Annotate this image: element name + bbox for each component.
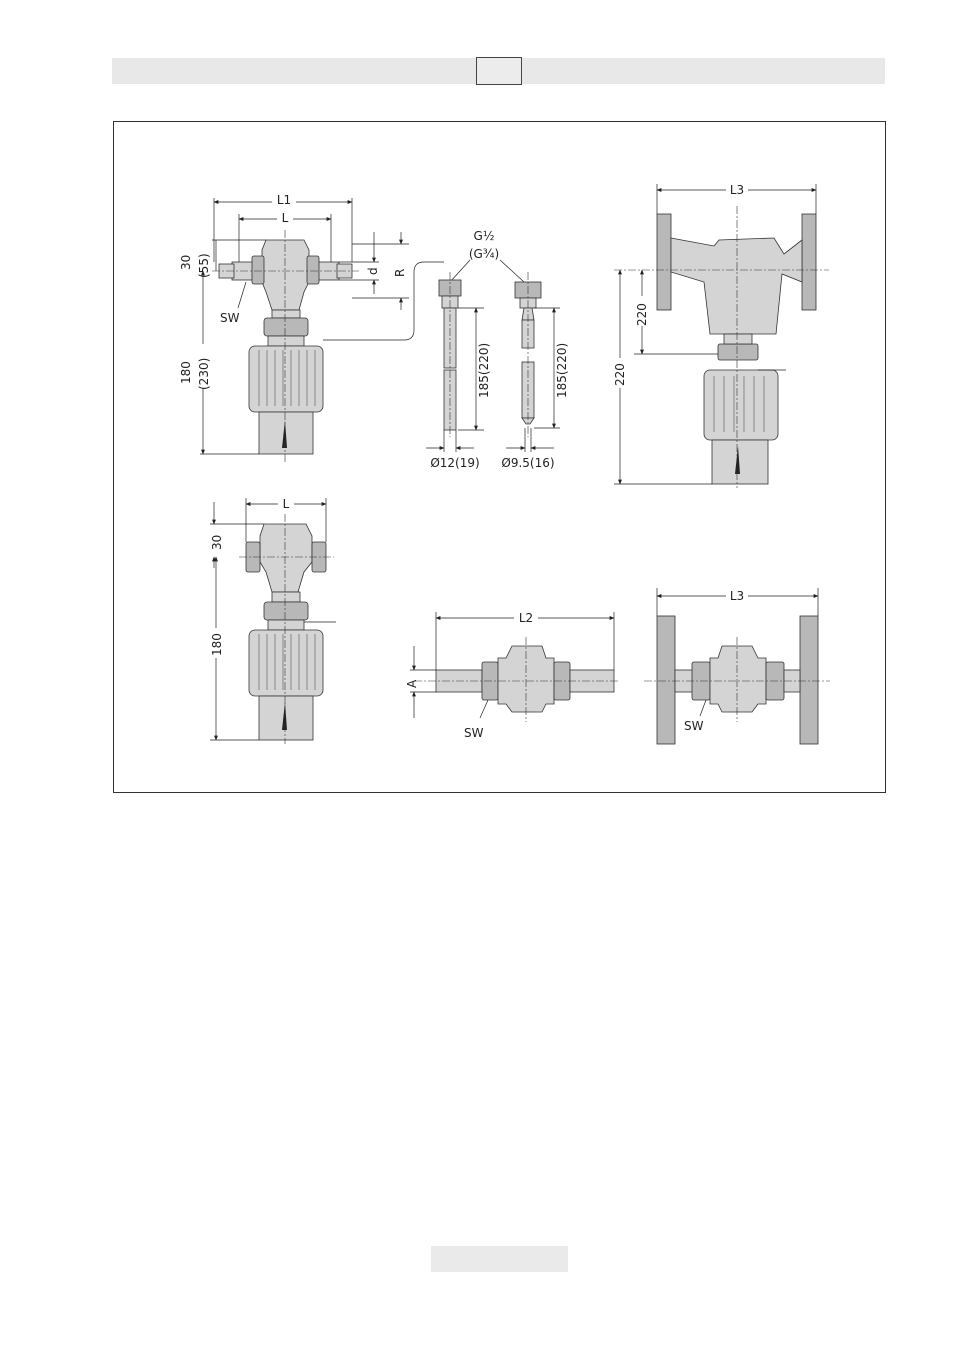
valve-view-threaded: L 30 180: [206, 496, 336, 744]
dim-l2-label: L2: [519, 611, 533, 625]
dim-180-label: 180: [179, 361, 193, 384]
dim-185-220-left-label: 185(220): [477, 343, 491, 398]
dim-180-bottom-label: 180: [210, 633, 224, 656]
page-number-box: [476, 57, 522, 85]
thread-g12-label: G½: [474, 229, 495, 243]
valve-view-flanged-top: L3 SW: [644, 588, 830, 744]
dim-l-bottom-label: L: [283, 497, 290, 511]
dim-220-outer-label: 220: [613, 363, 627, 386]
dim-55-label: (55): [197, 253, 211, 278]
valve-view-flanged-side: L3 220 220: [608, 182, 829, 488]
dim-30-bottom-label: 30: [210, 535, 224, 550]
dim-30-label: 30: [179, 255, 193, 270]
technical-drawing: L1 L 30 (55) d R SW 180 (230) G½ (G: [114, 122, 887, 794]
dim-l1-label: L1: [277, 193, 291, 207]
sensor-views: G½ (G¾) 185(220) Ø12(19) 185(220): [426, 229, 569, 470]
technical-drawing-frame: L1 L 30 (55) d R SW 180 (230) G½ (G: [113, 121, 886, 793]
valve-view-union: L1 L 30 (55) d R SW 180 (230): [179, 192, 444, 462]
dim-230-label: (230): [197, 358, 211, 390]
sw-label-bottom-right: SW: [684, 719, 704, 733]
dia-95-16-label: Ø9.5(16): [501, 456, 554, 470]
dim-220-inner-label: 220: [635, 303, 649, 326]
footer-box: [431, 1246, 568, 1272]
dim-l-label: L: [282, 211, 289, 225]
dim-d-label: d: [366, 267, 380, 275]
valve-view-union-top: L2 A SW: [405, 610, 619, 740]
dim-a-label: A: [405, 679, 419, 688]
sw-label-bottom-middle: SW: [464, 726, 484, 740]
dim-r-label: R: [393, 269, 407, 277]
dia-12-19-label: Ø12(19): [430, 456, 479, 470]
dim-l3-bottom-label: L3: [730, 589, 744, 603]
dim-185-220-right-label: 185(220): [555, 343, 569, 398]
thread-g34-label: (G¾): [469, 247, 499, 261]
sw-label-top-left: SW: [220, 311, 240, 325]
dim-l3-top-label: L3: [730, 183, 744, 197]
